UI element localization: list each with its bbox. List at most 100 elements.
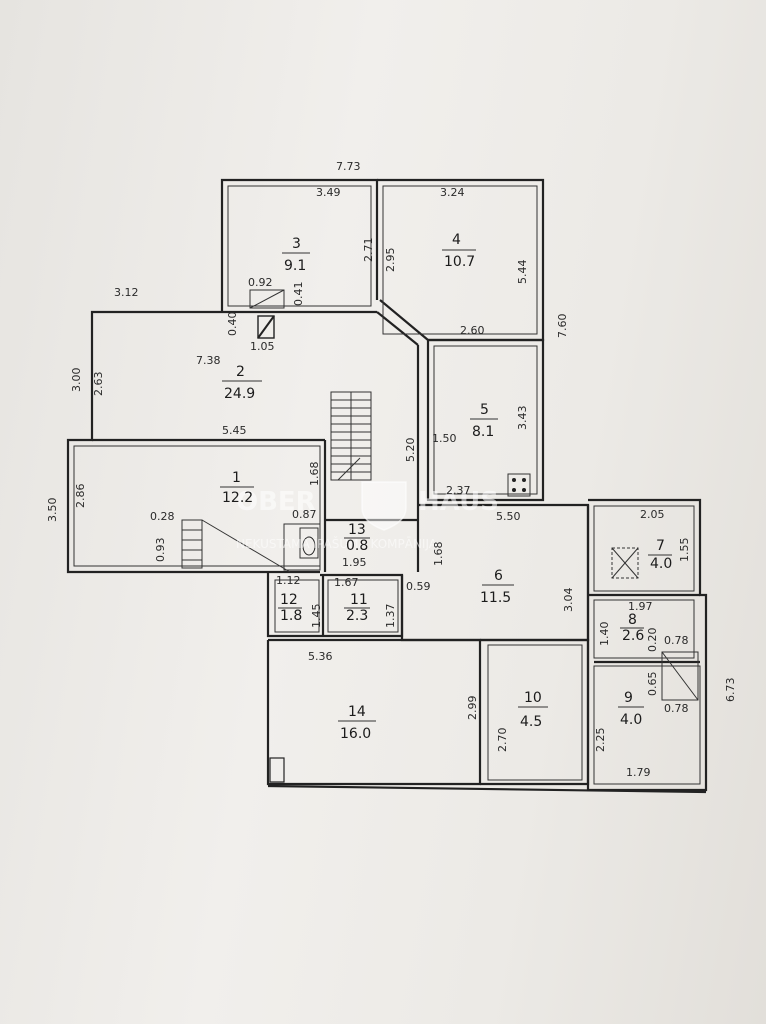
room-1-number: 1 [232,470,241,486]
dim-2-70: 2.70 [496,728,509,753]
watermark: OBER HAUS NEKUSTAMĀ ĪPAŠUMA KOMPĀNIJA [236,481,499,551]
dim-1-40: 1.40 [598,622,611,647]
wall-bottom [267,784,707,794]
dim-3-43: 3.43 [516,406,529,431]
dim-1-95: 1.95 [342,556,367,569]
dim-2-95: 2.95 [384,248,397,273]
room-8-area: 2.6 [622,628,644,644]
ventilation-symbol [611,547,639,579]
dim-0-87: 0.87 [292,508,317,521]
fixtures [181,289,699,783]
dim-0-41: 0.41 [292,282,305,307]
room-7-area: 4.0 [650,556,672,572]
wall-room-5-inner [433,345,538,495]
room-11: 11 2.3 [344,592,370,624]
room-4-number: 4 [452,232,461,248]
dim-7-38: 7.38 [196,354,221,367]
wall-room-12-11 [266,572,404,638]
room-12-number: 12 [280,592,298,608]
room-6-number: 6 [494,568,503,584]
stove-room-5 [507,473,531,497]
dim-right-upper: 7.60 [556,314,569,339]
dim-0-65: 0.65 [646,672,659,697]
inner-dimensions: 3.49 3.24 2.71 2.95 5.44 0.92 0.41 0.40 … [74,186,691,779]
room-2-number: 2 [236,364,245,380]
room-9-number: 9 [624,690,633,706]
room-8-number: 8 [628,612,637,628]
dim-2-60: 2.60 [460,324,485,337]
wall-room-3 [220,178,379,312]
watermark-brand-left: OBER [236,487,316,517]
overall-dimensions: 7.73 3.12 7.60 6.73 3.00 3.50 [46,160,737,702]
wall-room-10-inner [487,644,583,781]
dim-1-68-a: 1.68 [308,462,321,487]
wall-room-10 [480,638,590,786]
wall-room-4-inner [382,185,538,335]
dim-left-lower: 3.50 [46,498,59,523]
shower-symbol [661,651,699,701]
room-14-number: 14 [348,704,366,720]
wall-room-9-inner [593,665,701,785]
dim-right-lower: 6.73 [724,678,737,703]
room-13-number: 13 [348,522,366,538]
watermark-tagline: NEKUSTAMĀ ĪPAŠUMA KOMPĀNIJA [236,536,438,551]
wall-room-5 [426,338,545,502]
room-labels: 3 9.1 4 10.7 2 24.9 5 8.1 1 12.2 13 0.8 [220,232,672,742]
room-14-area: 16.0 [340,726,371,742]
wall-room-2 [66,310,320,574]
room-7-number: 7 [656,538,665,554]
pillar [269,757,285,783]
wall-room-11-inner [327,579,399,633]
wall-room-7-inner [593,505,695,592]
wall-room-1-inner [73,445,321,567]
dim-5-45: 5.45 [222,424,247,437]
dim-1-67: 1.67 [334,576,359,589]
stove [249,289,285,339]
dim-top-width: 7.73 [336,160,361,173]
room-6-area: 11.5 [480,590,511,606]
dim-2-99: 2.99 [466,696,479,721]
dim-0-28: 0.28 [150,510,175,523]
dim-5-36: 5.36 [308,650,333,663]
dim-1-12: 1.12 [276,574,301,587]
dim-0-59: 0.59 [406,580,431,593]
dim-left-upper: 3.00 [70,368,83,393]
dim-2-05: 2.05 [640,508,665,521]
room-10-number: 10 [524,690,542,706]
stairs [330,391,372,481]
watermark-shield-icon [361,481,407,531]
room-1: 1 12.2 [220,470,254,506]
wall-room-8-inner [593,599,695,659]
room-5-area: 8.1 [472,424,494,440]
dim-1-05: 1.05 [250,340,275,353]
dim-3-49: 3.49 [316,186,341,199]
dim-2-63: 2.63 [92,372,105,397]
wall-room-14 [266,638,482,786]
room-4: 4 10.7 [442,232,476,270]
dim-5-20: 5.20 [404,438,417,463]
room-12: 12 1.8 [278,592,302,624]
dim-1-68-b: 1.68 [432,542,445,567]
dim-3-04: 3.04 [562,588,575,613]
dim-2-86: 2.86 [74,484,87,509]
dim-0-20: 0.20 [646,628,659,653]
room-3: 3 9.1 [282,236,310,274]
dim-2-25: 2.25 [594,728,607,753]
dim-1-45: 1.45 [310,604,323,629]
dim-5-50: 5.50 [496,510,521,523]
wall-room-12-inner [274,579,320,633]
room-4-area: 10.7 [444,254,475,270]
room-1-area: 12.2 [222,490,253,506]
dim-1-79: 1.79 [626,766,651,779]
room-2: 2 24.9 [222,364,262,402]
dim-1-37: 1.37 [384,604,397,629]
room-9: 9 4.0 [618,690,644,728]
dim-2-71: 2.71 [362,238,375,263]
room-9-area: 4.0 [620,712,642,728]
dim-left-wing: 3.12 [114,286,139,299]
dim-0-78-b: 0.78 [664,702,689,715]
room-3-number: 3 [292,236,301,252]
room-13-area: 0.8 [346,538,368,554]
